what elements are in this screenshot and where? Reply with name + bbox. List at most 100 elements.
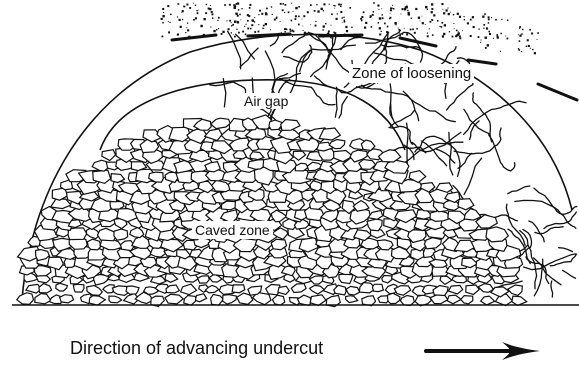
surface-speck (337, 13, 338, 14)
surface-speck (291, 20, 293, 22)
surface-speck (333, 5, 334, 6)
surface-speck (259, 10, 261, 12)
surface-speck (295, 15, 297, 17)
surface-speck (457, 13, 459, 15)
surface-speck (193, 19, 195, 21)
surface-speck (250, 28, 252, 30)
surface-speck (527, 39, 529, 41)
surface-speck (519, 26, 521, 28)
surface-speck (291, 3, 292, 4)
surface-speck (390, 17, 392, 19)
surface-speck (444, 24, 446, 26)
surface-speck (177, 3, 178, 4)
surface-speck (379, 27, 381, 29)
surface-speck (200, 25, 202, 27)
rock-fragment (401, 296, 415, 306)
surface-speck (271, 6, 272, 7)
arrow-right-icon (424, 340, 544, 362)
surface-speck (231, 25, 232, 26)
surface-speck (331, 25, 332, 26)
surface-speck (233, 4, 235, 6)
surface-speck (364, 27, 366, 29)
surface-speck (211, 11, 213, 13)
surface-speck (263, 28, 264, 29)
surface-speck (323, 25, 325, 27)
surface-speck (204, 18, 206, 20)
surface-speck (295, 18, 297, 20)
surface-speck (521, 51, 522, 52)
surface-speck (431, 8, 433, 10)
surface-speck (226, 20, 227, 21)
surface-speck (323, 10, 324, 11)
rock-fragment (198, 276, 210, 283)
surface-speck (265, 13, 267, 15)
surface-speck (325, 23, 327, 25)
surface-speck (518, 34, 519, 35)
surface-speck (244, 26, 245, 27)
surface-speck (162, 36, 164, 38)
surface-speck (162, 22, 164, 24)
surface-speck (180, 26, 182, 28)
surface-speck (295, 7, 297, 9)
surface-speck (470, 19, 472, 21)
surface-speck (379, 34, 381, 36)
surface-speck (425, 24, 426, 25)
surface-speck (254, 17, 255, 18)
surface-speck (446, 9, 448, 11)
surface-speck (394, 22, 396, 24)
surface-speck (161, 18, 163, 20)
surface-speck (234, 21, 236, 23)
surface-speck (331, 13, 333, 15)
surface-speck (298, 24, 300, 26)
surface-speck (459, 16, 461, 18)
surface-speck (478, 36, 480, 38)
air-gap-label: Air gap (241, 93, 291, 109)
surface-speck (488, 18, 490, 20)
surface-speck (519, 40, 521, 42)
surface-speck (210, 5, 211, 6)
surface-speck (497, 36, 499, 38)
surface-speck (449, 31, 450, 32)
rock-fragment (367, 219, 382, 231)
surface-speck (248, 15, 250, 17)
surface-speck (222, 31, 224, 33)
surface-speck (479, 29, 480, 30)
surface-speck (266, 8, 268, 10)
surface-speck (285, 31, 286, 32)
surface-speck (395, 24, 396, 25)
surface-speck (284, 28, 286, 30)
surface-speck (443, 33, 445, 35)
surface-speck (484, 13, 486, 15)
surface-speck (258, 14, 259, 15)
surface-speck (437, 20, 439, 22)
surface-speck (456, 34, 458, 36)
surface-speck (303, 26, 304, 27)
surface-speck (316, 4, 317, 5)
surface-speck (433, 14, 435, 16)
surface-speck (280, 21, 281, 22)
surface-speck (167, 5, 169, 7)
surface-speck (422, 16, 423, 17)
surface-speck (254, 31, 256, 33)
surface-speck (406, 34, 408, 36)
surface-speck (467, 22, 469, 24)
surface-speck (344, 17, 345, 18)
surface-speck (378, 9, 379, 10)
surface-speck (501, 19, 502, 20)
surface-speck (317, 10, 319, 12)
surface-speck (334, 32, 336, 34)
surface-speck (486, 27, 488, 29)
surface-speck (351, 27, 352, 28)
surface-speck (283, 3, 285, 5)
surface-speck (195, 17, 197, 19)
surface-speck (224, 4, 226, 6)
surface-speck (415, 8, 417, 10)
surface-speck (338, 4, 340, 6)
surface-speck (276, 17, 278, 19)
surface-speck (378, 22, 380, 24)
surface-speck (522, 34, 523, 35)
surface-speck (321, 8, 323, 10)
rock-fragment (114, 229, 128, 240)
surface-speck (500, 51, 501, 52)
surface-speck (177, 34, 179, 36)
